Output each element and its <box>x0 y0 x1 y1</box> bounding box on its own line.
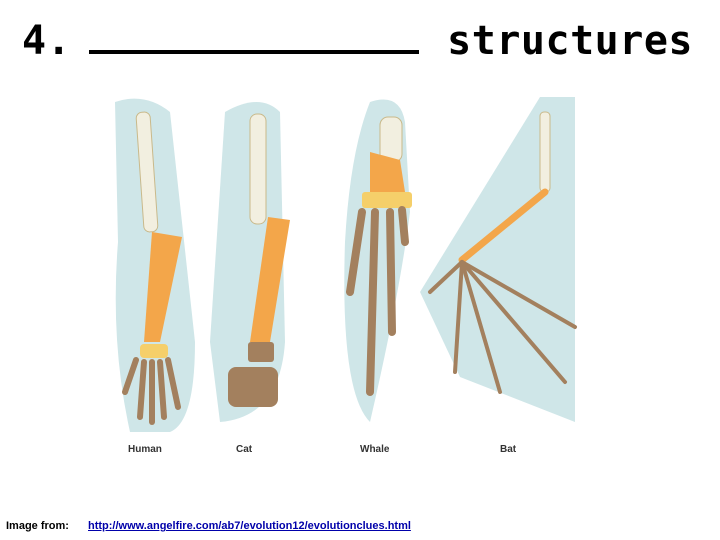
caption-bat: Bat <box>500 444 517 455</box>
slide-title: 4. structures <box>22 18 693 64</box>
bat-wing-illustration <box>420 97 577 422</box>
image-credit-link[interactable]: http://www.angelfire.com/ab7/evolution12… <box>88 520 411 532</box>
slide-number: 4. <box>22 18 72 64</box>
caption-human: Human <box>128 444 162 455</box>
cat-leg-illustration <box>210 102 290 422</box>
image-credit-label: Image from: <box>6 520 69 532</box>
human-arm-illustration <box>115 98 195 433</box>
homologous-limbs-figure <box>115 97 577 433</box>
whale-flipper-illustration <box>344 99 412 422</box>
slide-title-end: structures <box>447 18 693 64</box>
title-blank-line <box>89 20 420 54</box>
caption-cat: Cat <box>236 444 253 455</box>
caption-whale: Whale <box>360 444 390 455</box>
